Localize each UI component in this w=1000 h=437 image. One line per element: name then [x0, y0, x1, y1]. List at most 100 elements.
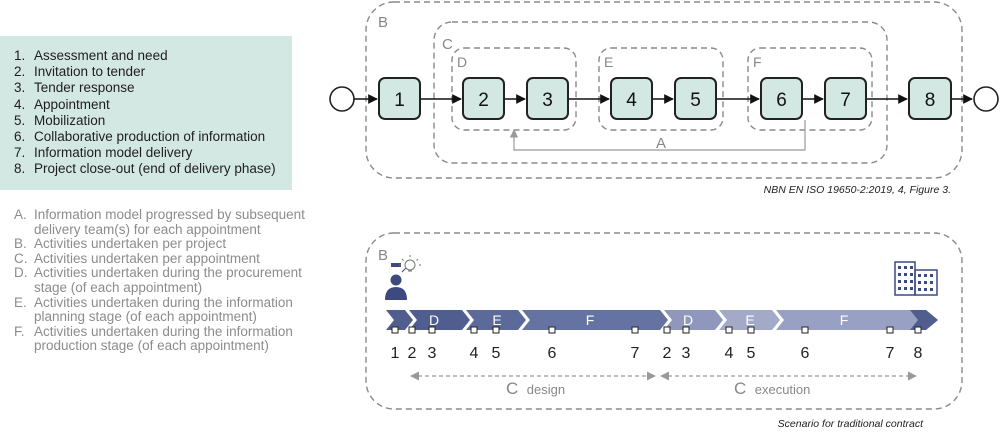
- marker-square: [470, 326, 478, 334]
- phase-item: 8. Project close-out (end of delivery pha…: [14, 161, 292, 177]
- phase-number: 4.: [14, 96, 26, 112]
- feedback-arrow-a: [509, 120, 806, 151]
- container-e: [598, 47, 724, 131]
- step-label: 7: [840, 90, 851, 111]
- stage-chevron-end: [910, 310, 938, 330]
- phase-text: Appointment: [34, 96, 110, 112]
- stage-label: D: [429, 312, 439, 328]
- c-execution-letter: C: [734, 379, 746, 398]
- marker-label: 8: [914, 345, 923, 362]
- definition-letter: A.: [14, 207, 27, 222]
- stage-label: F: [840, 312, 849, 328]
- stage-label: E: [745, 312, 754, 328]
- stage-chevron-e2: [719, 310, 780, 330]
- phase-item: 1.Assessment and need: [14, 48, 292, 64]
- marker-square: [631, 326, 639, 334]
- marker-square: [548, 326, 556, 334]
- container-f: [747, 47, 873, 131]
- definition-letter: E.: [14, 294, 27, 310]
- definition-text: Information model progressed by subseque…: [34, 207, 305, 237]
- phase-number: 8.: [14, 161, 26, 177]
- bottom-diagram: B: [365, 232, 963, 430]
- marker-square: [747, 326, 755, 334]
- marker-label: 6: [548, 345, 557, 362]
- step-box-4: 4: [610, 77, 653, 120]
- step-box-7: 7: [824, 77, 867, 120]
- stage-band: D E F D E F: [386, 310, 938, 330]
- step-box-6: 6: [760, 77, 803, 120]
- marker-square: [886, 326, 894, 334]
- marker-square: [725, 326, 733, 334]
- top-caption: NBN EN ISO 19650-2:2019, 4, Figure 3.: [764, 184, 951, 196]
- container-d-label: D: [457, 54, 467, 70]
- container-c: [433, 21, 888, 164]
- definition-item: C.Activities undertaken per appointment: [14, 250, 314, 267]
- marker-square: [801, 326, 809, 334]
- c-design-label: C design: [506, 379, 565, 398]
- phase-item: 6. Collaborative production of informatio…: [14, 129, 292, 145]
- phase-item: 4. Appointment: [14, 97, 292, 113]
- marker-label: 4: [470, 345, 479, 362]
- c-design-word: design: [527, 382, 565, 397]
- bottom-caption: Scenario for traditional contract: [778, 418, 924, 430]
- stage-chevron-start: [386, 310, 413, 330]
- phase-text: Tender response: [34, 80, 135, 96]
- c-design-letter: C: [506, 379, 518, 398]
- container-e-label: E: [604, 54, 613, 70]
- definition-item: B.Activities undertaken per project: [14, 237, 314, 252]
- stage-chevron-f2: [776, 310, 938, 330]
- definition-text: Activities undertaken per appointment: [34, 250, 260, 266]
- c-execution-word: execution: [755, 382, 811, 397]
- definition-list: A. Information model progressed by subseq…: [14, 207, 314, 354]
- phase-number: 6.: [14, 129, 26, 145]
- phase-number: 2.: [14, 64, 26, 80]
- definition-item: F.Activities undertaken during the infor…: [14, 324, 314, 354]
- step-label: 8: [925, 90, 936, 111]
- marker-label: 4: [725, 345, 734, 362]
- marker-label: 2: [663, 345, 672, 362]
- client-person-icon: [385, 263, 407, 300]
- step-label: 3: [542, 90, 553, 111]
- marker-square: [408, 326, 416, 334]
- phase-item: 2.Invitation to tender: [14, 64, 292, 80]
- step-box-8: 8: [908, 77, 952, 120]
- phase-number: 3.: [14, 80, 26, 96]
- stage-chevron-d1: [409, 310, 470, 330]
- marker-label: 1: [391, 345, 400, 362]
- marker-label: 7: [886, 345, 895, 362]
- definition-item: A. Information model progressed by subseq…: [14, 207, 314, 237]
- phase-text: Project close-out (end of delivery phase…: [34, 161, 276, 177]
- building-icon: [894, 261, 938, 296]
- marker-square: [914, 326, 922, 334]
- definition-letter: B.: [14, 236, 27, 252]
- c-execution-label: C execution: [734, 379, 810, 398]
- stage-chevron-d2: [664, 310, 723, 330]
- lightbulb-icon: [399, 255, 421, 272]
- definition-text: Activities undertaken during the procure…: [34, 265, 302, 295]
- marker-square: [682, 326, 690, 334]
- stage-label: F: [586, 312, 595, 328]
- marker-label: 7: [631, 345, 640, 362]
- phase-text: Mobilization: [34, 112, 106, 128]
- marker-square: [391, 326, 399, 334]
- container-c-label: C: [442, 36, 453, 53]
- stage-chevron-e1: [466, 310, 526, 330]
- stage-chevron-f1: [522, 310, 668, 330]
- phase-item: 5.Mobilization: [14, 113, 292, 129]
- phase-text: Collaborative production of information: [34, 129, 266, 145]
- definition-item: D.Activities undertaken during the procu…: [14, 266, 314, 295]
- container-b-bottom: [365, 232, 963, 410]
- step-label: 4: [626, 90, 637, 111]
- step-label: 1: [394, 90, 405, 111]
- start-event: [329, 86, 355, 112]
- container-b: [365, 1, 963, 179]
- phase-number: 7.: [14, 145, 26, 161]
- container-b-bottom-label: B: [378, 247, 388, 264]
- step-box-5: 5: [674, 77, 717, 120]
- step-label: 2: [478, 90, 489, 111]
- phase-text: Information model delivery: [34, 145, 193, 161]
- definition-item: E.Activities undertaken during the infor…: [14, 294, 314, 325]
- phase-item: 3. Tender response: [14, 80, 292, 96]
